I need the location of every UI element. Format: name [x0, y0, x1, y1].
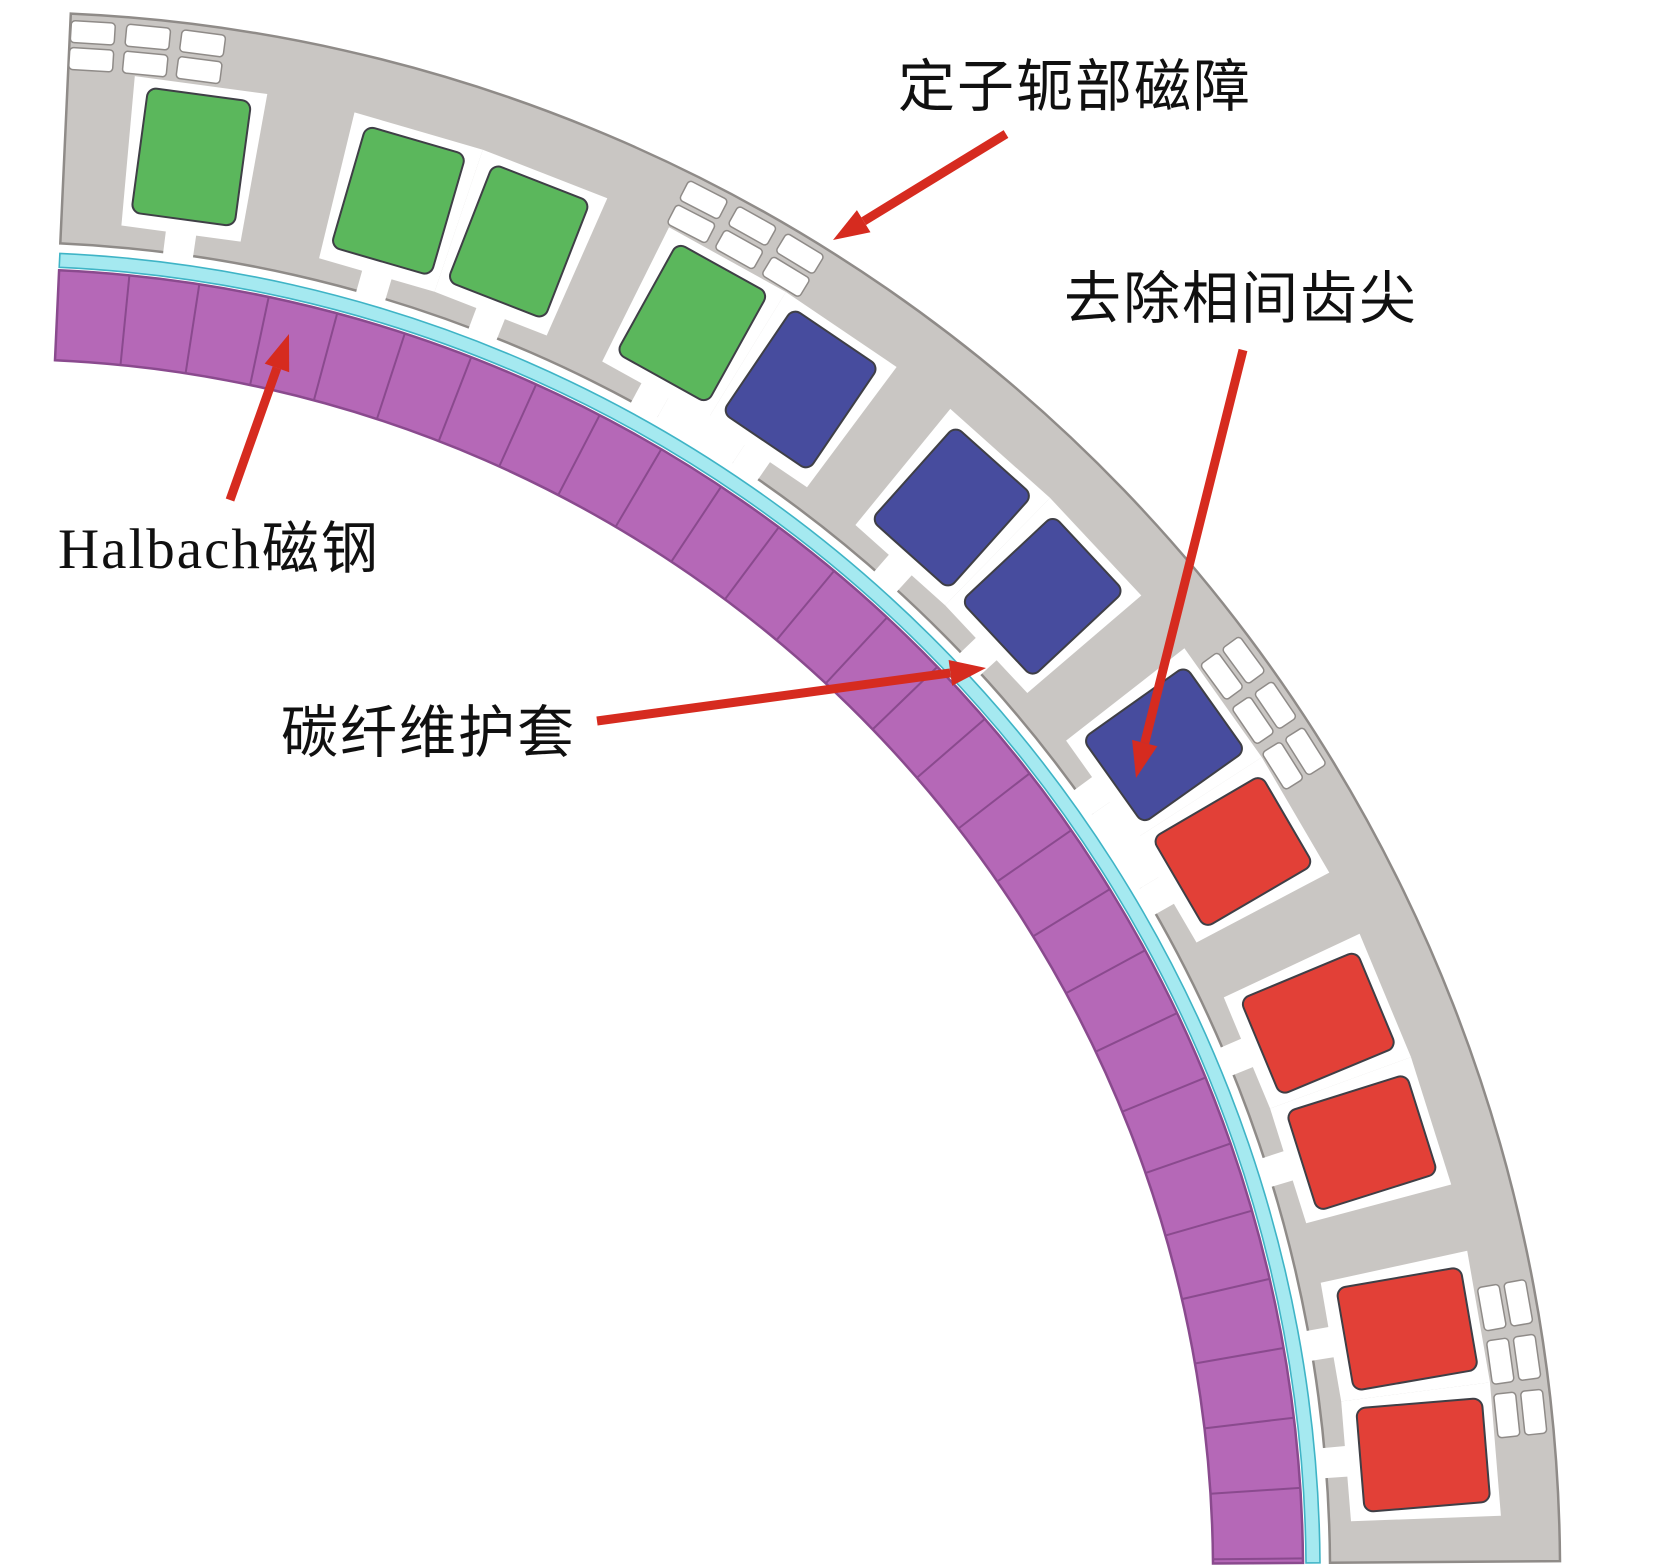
magnet-segment-divider	[1194, 1347, 1284, 1365]
slot-opening	[1072, 772, 1116, 816]
slot-opening	[162, 224, 198, 260]
slot-opening	[1321, 1445, 1355, 1479]
arrowhead-halbach-magnet	[264, 334, 290, 373]
arrow-carbon-fiber-sleeve	[596, 668, 951, 726]
flux-barrier-hole	[179, 29, 227, 58]
magnet-segment-divider	[1065, 949, 1146, 995]
coil-green	[618, 244, 767, 402]
slot-opening	[1138, 873, 1181, 916]
magnet-segment-divider	[1210, 1486, 1301, 1495]
slot-opening	[355, 263, 394, 302]
coil-red	[1336, 1267, 1478, 1391]
slot-opening	[1305, 1325, 1341, 1361]
magnet-segment-divider	[614, 448, 663, 528]
flux-barrier-hole	[728, 206, 777, 246]
label-stator-yoke-flux-barrier: 定子轭部磁障	[898, 56, 1252, 119]
carbon-fiber-sleeve-ring	[58, 252, 1321, 1564]
flux-barrier-hole	[69, 19, 116, 46]
magnet-segment-divider	[1181, 1277, 1270, 1301]
flux-barrier-hole	[124, 23, 172, 51]
arrowhead-removed-interphase-tooth-tip	[1132, 739, 1158, 778]
coil-red	[1355, 1397, 1491, 1513]
flux-barrier-hole	[1254, 681, 1297, 729]
coil-red	[1154, 777, 1312, 926]
flux-barrier-hole	[1512, 1333, 1542, 1381]
magnet-segment-divider	[1212, 1557, 1303, 1561]
slot-opening	[731, 438, 775, 482]
magnet-segment-divider	[957, 772, 1031, 830]
magnet-segment-divider	[437, 356, 473, 442]
flux-barrier-hole	[1477, 1283, 1507, 1332]
removed-tooth-tip-gap	[1090, 797, 1165, 890]
coil-blue	[873, 428, 1030, 587]
magnet-segment-divider	[1204, 1416, 1294, 1430]
magnet-segment-divider	[1095, 1012, 1178, 1053]
slot-opening	[1261, 1149, 1300, 1188]
slot-opening	[873, 549, 917, 593]
rotor-halbach-magnet-ring	[53, 268, 1305, 1565]
magnet-segment-divider	[824, 616, 888, 685]
flux-barrier-hole	[715, 229, 763, 270]
label-removed-interphase-tooth-tip: 去除相间齿尖	[1064, 268, 1418, 331]
arrow-halbach-magnet	[225, 366, 282, 502]
magnet-segment-divider	[312, 313, 339, 401]
flux-barrier-hole	[1486, 1337, 1515, 1385]
label-carbon-fiber-sleeve: 碳纤维护套	[281, 702, 576, 765]
magnet-segment-divider	[775, 570, 835, 641]
flux-barrier-hole	[1520, 1388, 1548, 1436]
flux-barrier-hole	[68, 46, 115, 73]
magnet-segment-divider	[916, 718, 986, 779]
slot-opening	[630, 376, 672, 419]
flux-barrier-hole	[121, 50, 169, 78]
coil-green	[131, 87, 252, 227]
arrow-stator-yoke-flux-barrier	[861, 130, 1009, 226]
coil-blue	[724, 310, 877, 469]
flux-barrier-hole	[1222, 636, 1265, 684]
flux-barrier-hole	[1200, 652, 1243, 700]
flux-barrier-hole	[1503, 1279, 1534, 1327]
coil-blue	[963, 518, 1122, 675]
flux-barrier-hole	[1493, 1391, 1521, 1439]
flux-barrier-hole	[762, 256, 810, 297]
slot-opening	[1219, 1035, 1260, 1076]
arrowhead-carbon-fiber-sleeve	[948, 660, 986, 686]
flux-barrier-hole	[776, 233, 824, 274]
arrow-removed-interphase-tooth-tip	[1140, 348, 1248, 745]
magnet-segment-divider	[996, 829, 1072, 883]
magnet-segment-divider	[498, 383, 538, 467]
winding-coils	[131, 87, 1491, 1513]
flux-barrier-hole	[1232, 696, 1274, 744]
coil-red	[1241, 952, 1395, 1094]
magnet-segment-divider	[724, 526, 780, 600]
flux-barrier-hole	[1285, 727, 1326, 776]
magnet-segment-divider	[1121, 1076, 1206, 1113]
magnet-segment-divider	[375, 333, 406, 420]
slot-opening	[468, 301, 508, 342]
flux-barrier-hole	[175, 56, 223, 85]
coil-blue	[1085, 668, 1243, 822]
coil-green	[449, 165, 589, 318]
magnet-segment-divider	[119, 275, 131, 366]
magnet-segment-divider	[557, 414, 601, 496]
flux-barrier-hole	[679, 180, 728, 220]
magnet-segment-divider	[184, 284, 201, 374]
label-halbach-magnet: Halbach磁钢	[58, 518, 380, 581]
magnet-segment-divider	[249, 296, 270, 386]
arrowhead-stator-yoke-flux-barrier	[833, 210, 871, 240]
coil-green	[332, 126, 465, 275]
removed-tooth-tip-gap	[656, 391, 749, 465]
magnet-segment-divider	[1032, 888, 1111, 938]
magnet-segment-divider	[1145, 1142, 1231, 1175]
flux-barrier-hole	[1262, 742, 1303, 790]
flux-barrier-hole	[667, 204, 716, 244]
yoke-flux-barriers	[68, 19, 1548, 1439]
magnet-segment-divider	[670, 486, 722, 563]
coil-red	[1287, 1075, 1437, 1210]
magnet-segment-divider	[1165, 1209, 1253, 1237]
